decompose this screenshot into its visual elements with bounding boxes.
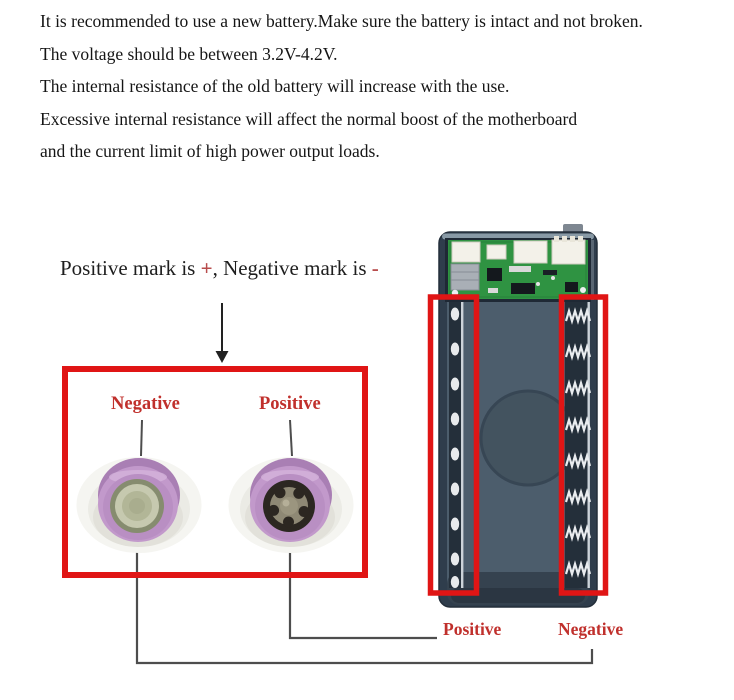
usb-ports	[451, 236, 586, 265]
minus-symbol: -	[371, 256, 379, 280]
instruction-line-3: The internal resistance of the old batte…	[40, 76, 510, 97]
powerbank-case-photo	[427, 224, 609, 608]
negative-spring-strip	[564, 302, 592, 588]
arrow-down-icon	[215, 303, 229, 363]
circuit-board	[445, 236, 591, 302]
negative-battery-end-photo	[76, 457, 202, 553]
positive-terminal	[263, 480, 315, 532]
instruction-line-4: Excessive internal resistance will affec…	[40, 108, 578, 129]
instruction-line-1: It is recommended to use a new battery.M…	[40, 11, 643, 31]
case-positive-label: Positive	[443, 619, 502, 639]
emi-shield	[450, 263, 480, 291]
box-negative-label: Negative	[111, 394, 180, 414]
polarity-note-middle: , Negative mark is	[212, 256, 372, 280]
polarity-note-prefix: Positive mark is	[60, 256, 201, 280]
negative-terminal	[110, 479, 164, 533]
positive-battery-end-photo	[228, 457, 354, 553]
plus-symbol: +	[200, 256, 213, 280]
positive-contact-strip	[449, 302, 464, 588]
polarity-note: Positive mark is +, Negative mark is -	[60, 256, 379, 281]
battery-compartment	[447, 302, 592, 605]
box-positive-label: Positive	[259, 394, 321, 414]
instruction-line-2: The voltage should be between 3.2V-4.2V.	[40, 43, 338, 64]
instruction-text-block: It is recommended to use a new battery.M…	[40, 5, 710, 168]
case-negative-label: Negative	[558, 619, 624, 639]
instruction-line-5: and the current limit of high power outp…	[40, 141, 380, 162]
